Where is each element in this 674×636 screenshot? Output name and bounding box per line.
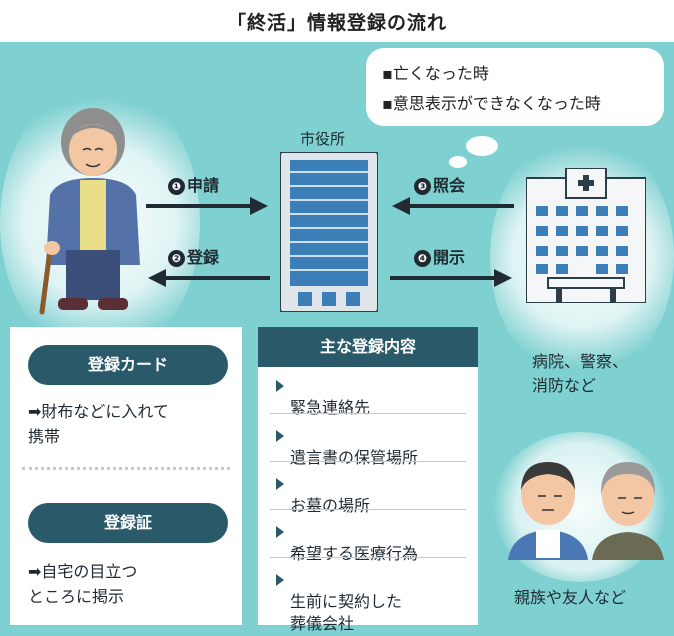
contents-item: お墓の場所: [276, 473, 466, 539]
arrow-apply: [146, 197, 268, 215]
step-number-3: ❸: [414, 178, 431, 195]
registration-certificate-text: ➡自宅の目立つ ところに掲示: [28, 562, 138, 606]
contents-item: 緊急連絡先: [276, 375, 466, 441]
arrow-inquire: [392, 197, 514, 215]
thought-bubble-dot-small: [449, 156, 467, 168]
contents-item: 遺言書の保管場所: [276, 425, 466, 491]
hospital-building-illustration: [526, 168, 646, 303]
step-text-inquire: 照会: [433, 176, 466, 195]
contents-item-text: 生前に契約した 葬儀会社: [290, 592, 403, 633]
contents-divider: [270, 557, 466, 558]
diagram-title: 「終活」情報登録の流れ: [226, 12, 447, 34]
bubble-item-death: ▪亡くなった時: [382, 64, 489, 83]
triangle-bullet-icon: [276, 574, 284, 586]
registration-items-box: 登録カード ➡財布などに入れて 携帯 登録証 ➡自宅の目立つ ところに掲示: [10, 327, 242, 625]
triangle-bullet-icon: [276, 380, 284, 392]
step-number-2: ❷: [168, 250, 185, 267]
contents-item-text: 緊急連絡先: [290, 398, 371, 417]
contents-divider: [270, 413, 466, 414]
step-text-disclose: 開示: [433, 248, 466, 267]
city-hall-building-illustration: [280, 152, 378, 312]
registration-certificate-heading: 登録証: [28, 503, 228, 543]
registration-card-text: ➡財布などに入れて 携帯: [28, 402, 169, 446]
contents-divider: [270, 509, 466, 510]
thought-bubble: ▪亡くなった時 ▪意思表示ができなくなった時: [366, 48, 664, 126]
step-number-1: ❶: [168, 178, 185, 195]
step-text-apply: 申請: [187, 176, 220, 195]
dotted-divider: [22, 467, 230, 470]
contents-item: 生前に契約した 葬儀会社: [276, 569, 466, 636]
contents-divider: [270, 461, 466, 462]
contents-item: 希望する医療行為: [276, 521, 466, 587]
contents-heading: 主な登録内容: [258, 327, 478, 367]
step-number-4: ❹: [414, 250, 431, 267]
contents-item-text: お墓の場所: [290, 496, 371, 515]
relatives-friends-label: 親族や友人など: [514, 588, 627, 607]
arrow-disclose: [390, 269, 512, 287]
registration-contents-box: 主な登録内容 緊急連絡先 遺言書の保管場所 お墓の場所 希望する医療行為 生前に…: [258, 327, 478, 633]
city-hall-label: 市役所: [300, 130, 346, 148]
thought-bubble-dot-large: [466, 136, 498, 156]
elderly-person-illustration: [39, 108, 140, 315]
step-text-register: 登録: [187, 248, 220, 267]
hospital-police-label: 病院、警察、 消防など: [532, 352, 629, 395]
registration-card-heading: 登録カード: [28, 345, 228, 385]
triangle-bullet-icon: [276, 478, 284, 490]
relatives-friends-illustration: [508, 462, 664, 560]
triangle-bullet-icon: [276, 430, 284, 442]
contents-item-text: 希望する医療行為: [290, 544, 419, 563]
bubble-item-incapacity: ▪意思表示ができなくなった時: [382, 94, 601, 113]
arrow-register: [148, 269, 270, 287]
contents-item-text: 遺言書の保管場所: [290, 448, 419, 467]
triangle-bullet-icon: [276, 526, 284, 538]
